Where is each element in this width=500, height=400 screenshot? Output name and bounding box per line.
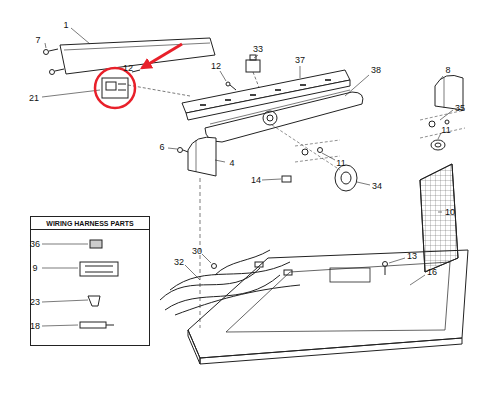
callout-number: 21 (28, 94, 40, 103)
callout-number: 14 (250, 176, 262, 185)
callout-number: 4 (228, 159, 235, 168)
callout-number: 36 (29, 240, 41, 249)
callout-number: 33 (252, 45, 264, 54)
highlight-circle (95, 68, 135, 108)
callout-number: 10 (444, 208, 456, 217)
callout-number: 1 (62, 21, 69, 30)
box-heading: WIRING HARNESS PARTS (31, 217, 149, 230)
callout-number: 32 (173, 258, 185, 267)
callout-number: 16 (426, 268, 438, 277)
callout-number: 34 (371, 182, 383, 191)
callout-number: 12 (122, 64, 134, 73)
callout-number: 37 (294, 56, 306, 65)
callout-number: 8 (444, 66, 451, 75)
callout-number: 23 (29, 298, 41, 307)
callout-number: 35 (454, 104, 466, 113)
callout-number: 6 (158, 143, 165, 152)
callout-number: 11 (440, 126, 451, 135)
parts-box: WIRING HARNESS PARTS (30, 216, 150, 346)
callout-number: 12 (210, 62, 222, 71)
callout-number: 38 (370, 66, 382, 75)
callout-number: 11 (335, 159, 346, 168)
callout-number: 9 (31, 264, 38, 273)
callout-number: 13 (406, 252, 418, 261)
callout-number: 18 (29, 322, 41, 331)
callout-number: 30 (191, 247, 203, 256)
highlight-arrow (142, 44, 182, 68)
callout-number: 7 (34, 36, 41, 45)
